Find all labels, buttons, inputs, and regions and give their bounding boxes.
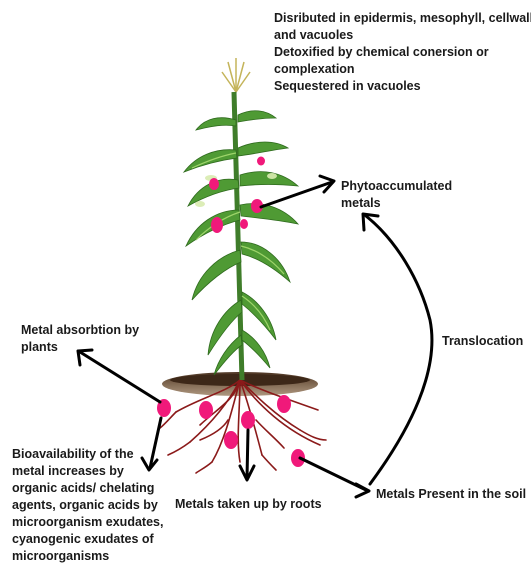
metal-dot-icon xyxy=(211,217,223,233)
arrow-translocation xyxy=(363,214,432,484)
metal-dot-icon xyxy=(277,395,291,413)
distribution-line: complexation xyxy=(274,61,531,78)
absorption-line: Metal absorbtion by xyxy=(21,322,139,339)
distribution-line: Detoxified by chemical conersion or xyxy=(274,44,531,61)
label-taken-up: Metals taken up by roots xyxy=(175,496,322,513)
metal-dot-icon xyxy=(240,219,248,229)
maize-plant-icon xyxy=(184,58,298,380)
label-phytoaccumulated: Phytoaccumulated metals xyxy=(341,178,452,212)
arrow-absorption xyxy=(78,350,160,402)
label-translocation: Translocation xyxy=(442,333,523,350)
arrow-soil xyxy=(300,458,369,497)
metal-dot-icon xyxy=(241,411,255,429)
bioavailability-line: agents, organic acids by xyxy=(12,497,163,514)
label-distribution: Disributed in epidermis, mesophyll, cell… xyxy=(274,10,531,95)
metal-dot-icon xyxy=(199,401,213,419)
bioavailability-line: Bioavailability of the xyxy=(12,446,163,463)
phytoaccumulated-line: Phytoaccumulated xyxy=(341,178,452,195)
metal-dots-soil xyxy=(157,395,305,467)
label-absorption: Metal absorbtion by plants xyxy=(21,322,139,356)
metal-dot-icon xyxy=(209,178,219,190)
arrow-taken-up xyxy=(240,430,254,480)
label-bioavailability: Bioavailability of the metal increases b… xyxy=(12,446,163,565)
bioavailability-line: metal increases by xyxy=(12,463,163,480)
metal-dot-icon xyxy=(257,157,265,166)
distribution-line: Disributed in epidermis, mesophyll, cell… xyxy=(274,10,531,27)
phytoaccumulated-line: metals xyxy=(341,195,452,212)
bioavailability-line: microorganism exudates, xyxy=(12,514,163,531)
distribution-line: Sequestered in vacuoles xyxy=(274,78,531,95)
distribution-line: and vacuoles xyxy=(274,27,531,44)
bioavailability-line: organic acids/ chelating xyxy=(12,480,163,497)
bioavailability-line: microorganisms xyxy=(12,548,163,565)
bioavailability-line: cyanogenic exudates of xyxy=(12,531,163,548)
absorption-line: plants xyxy=(21,339,139,356)
label-soil: Metals Present in the soil xyxy=(376,486,526,503)
metal-dot-icon xyxy=(224,431,238,449)
